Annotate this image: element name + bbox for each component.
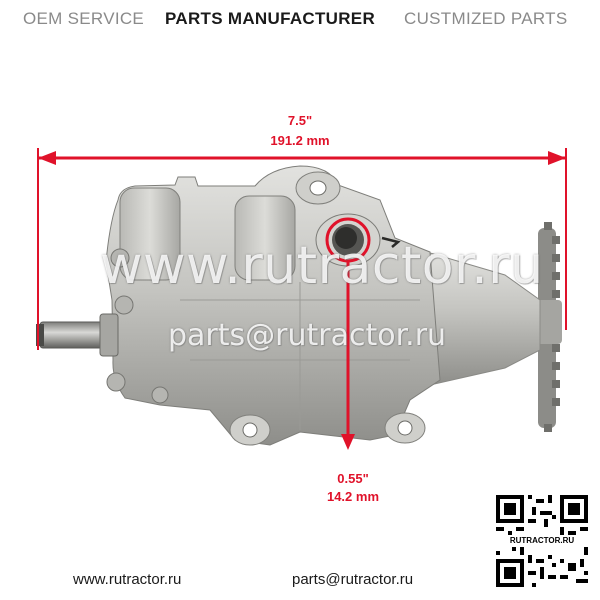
input-shaft — [36, 313, 119, 357]
header-oem-service: OEM SERVICE — [23, 9, 145, 28]
footer-email-link[interactable]: parts@rutractor.ru — [292, 571, 414, 588]
surface-details — [180, 282, 420, 430]
watermark-email: parts@rutractor.ru — [168, 318, 447, 353]
hole-inches-label: 0.55" — [337, 471, 369, 486]
length-dimension — [37, 148, 567, 350]
header-parts-manufacturer: PARTS MANUFACTURER — [165, 9, 376, 28]
mounting-boss-bottom-left — [229, 414, 271, 446]
footer-website-link[interactable]: www.rutractor.ru — [73, 571, 182, 588]
mounting-boss-top — [295, 171, 341, 205]
mounting-boss-bottom-right — [384, 412, 426, 444]
header-bar: OEM SERVICE PARTS MANUFACTURER CUSTMIZED… — [0, 0, 600, 40]
bolts — [106, 248, 169, 404]
qr-label: RUTRACTOR.RU — [500, 535, 584, 547]
header-customized-parts: CUSTMIZED PARTS — [404, 9, 568, 28]
hole-dimension — [341, 262, 355, 450]
pump-cylinder-left — [119, 187, 181, 281]
length-mm-label: 191.2 mm — [270, 133, 330, 148]
watermark-site: www.rutractor.ru — [100, 236, 544, 296]
pump-cylinder-mid — [234, 195, 296, 281]
length-inches-label: 7.5" — [287, 113, 313, 128]
hole-mm-label: 14.2 mm — [326, 489, 380, 504]
outlet-port — [315, 213, 401, 267]
